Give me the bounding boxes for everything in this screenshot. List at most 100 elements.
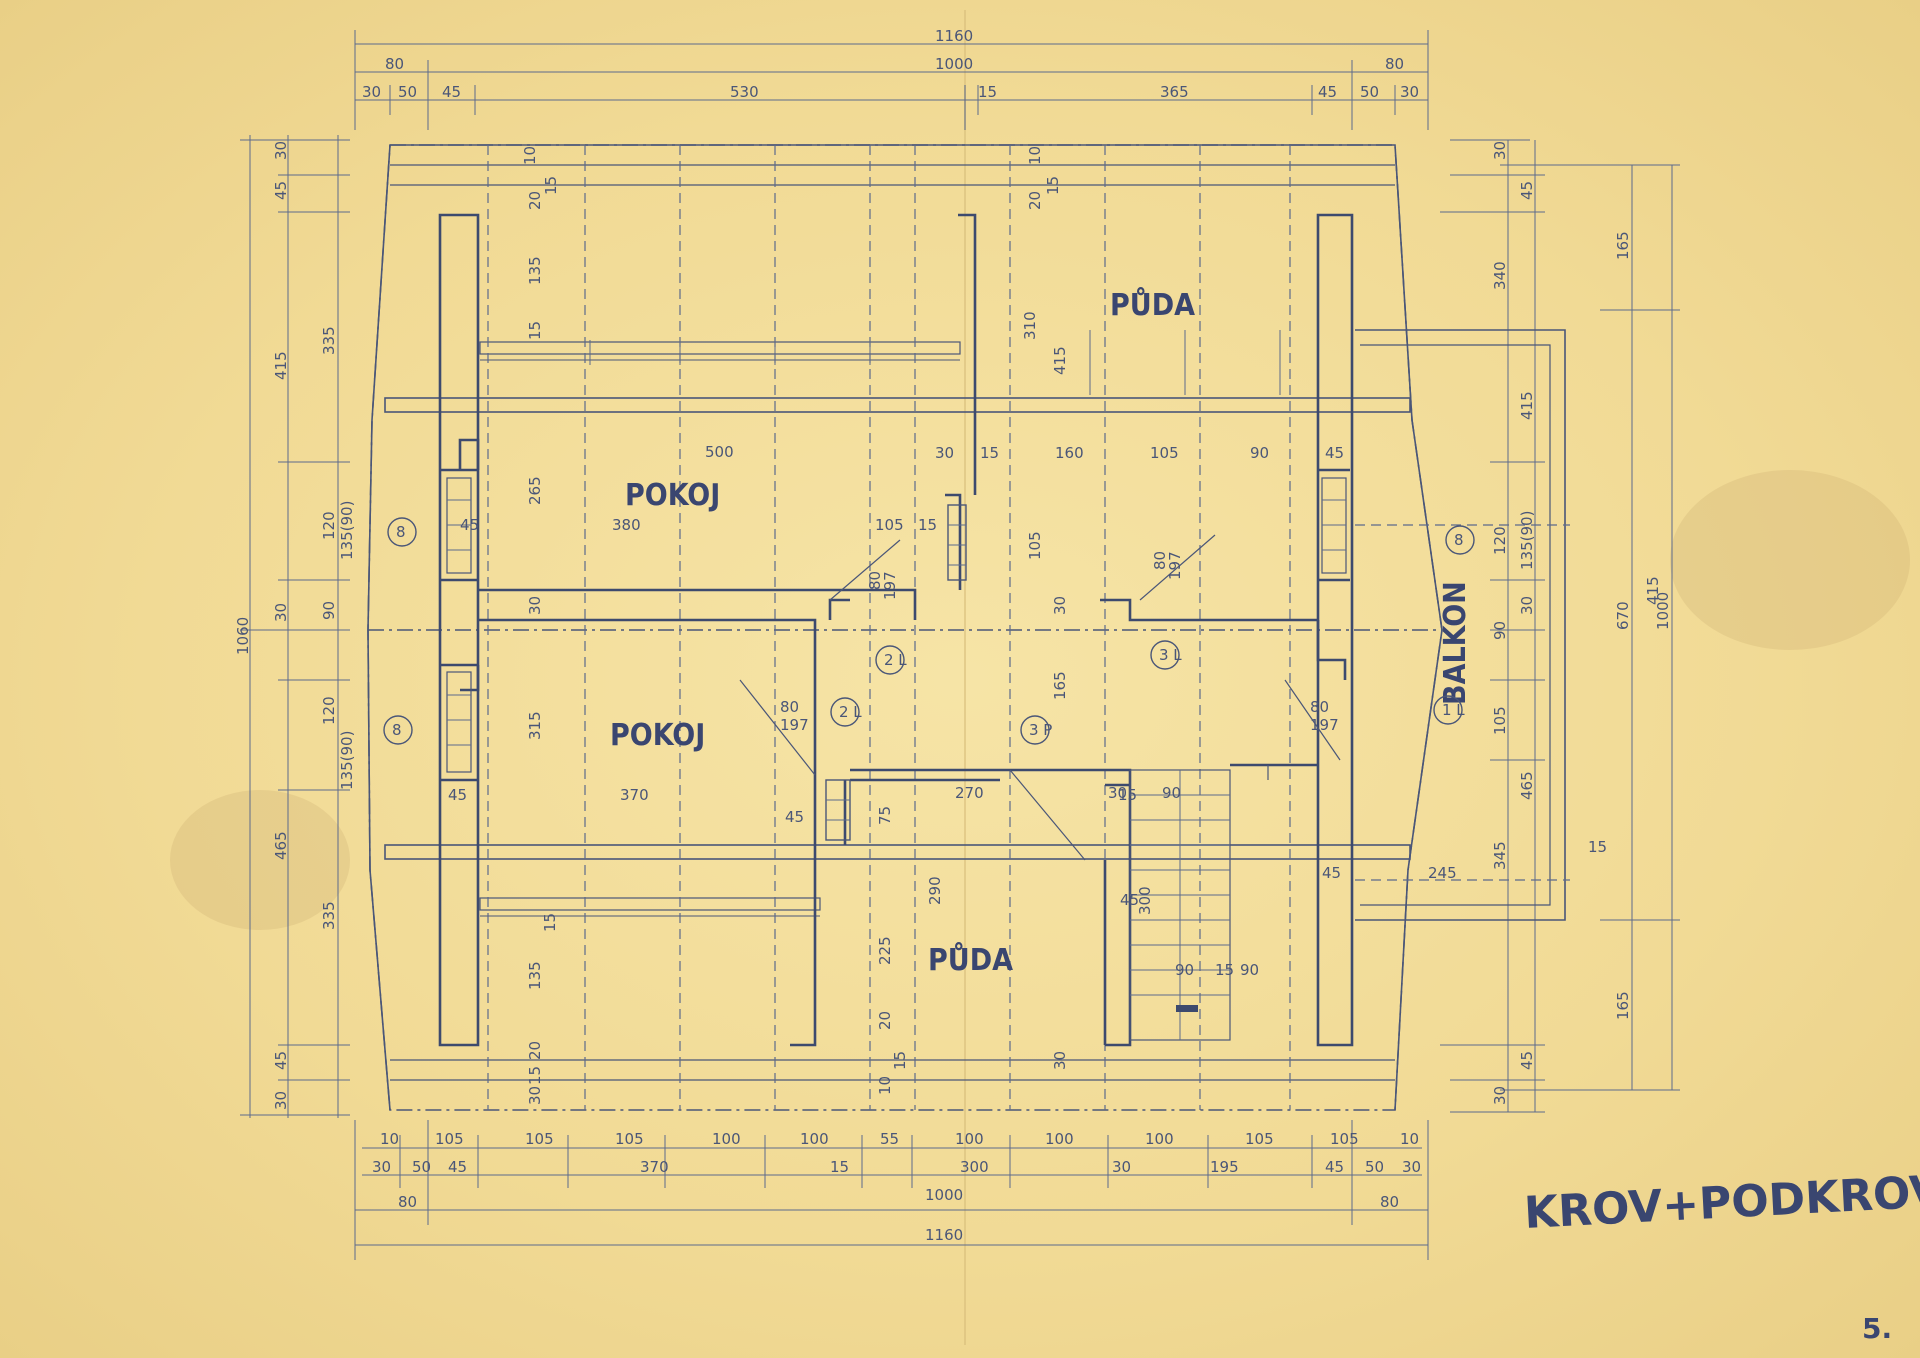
dim-int-40: 290 — [926, 876, 944, 905]
dim-int-45: 300 — [1136, 886, 1154, 915]
dim-int-18: 80 — [866, 571, 884, 590]
dim-bot-r1-3: 105 — [615, 1130, 644, 1148]
dim-top-right-80: 80 — [1385, 55, 1404, 73]
dim-int-37: 90 — [1162, 784, 1181, 802]
dim-int-4: 15 — [526, 321, 544, 340]
dim-int-53: 30 — [1051, 1051, 1069, 1070]
dim-right-c-0: 165 — [1614, 231, 1632, 260]
dim-left-m-3: 30 — [272, 603, 290, 622]
dim-int-24: 160 — [1055, 444, 1084, 462]
dim-int-51: 80 — [1310, 698, 1329, 716]
dim-int-22: 30 — [935, 444, 954, 462]
dim-int-2: 15 — [542, 176, 560, 195]
purlins — [384, 341, 1411, 917]
dim-int-38: 75 — [876, 806, 894, 825]
dim-top-r3-0: 30 — [362, 83, 381, 101]
dim-bot-r1-4: 100 — [712, 1130, 741, 1148]
section-mark-5: 3 P — [1029, 721, 1052, 739]
walls — [438, 213, 1354, 1047]
dim-int-43: 10 — [876, 1076, 894, 1095]
dim-top-overall: 1160 — [935, 27, 973, 45]
dim-int-9: 15 — [541, 913, 559, 932]
dim-bot-r2-1: 50 — [412, 1158, 431, 1176]
dim-right-o-7: 90 — [1491, 621, 1509, 640]
dim-bot-r1-1: 105 — [435, 1130, 464, 1148]
dim-left-o-7: 135(90) — [338, 731, 356, 790]
rafters — [487, 145, 1291, 1110]
dim-bot-r1-9: 100 — [1145, 1130, 1174, 1148]
room-label-puda-bottom: PŮDA — [928, 941, 1013, 978]
dim-int-36: 30 — [1108, 784, 1127, 802]
dim-top-left-80: 80 — [385, 55, 404, 73]
section-mark-2: 8 — [1454, 531, 1464, 549]
dim-left-m-1: 45 — [272, 181, 290, 200]
dim-right-o-8: 105 — [1491, 706, 1509, 735]
room-label-balkon: BALKON — [1438, 581, 1473, 705]
dim-int-54: 15 — [1118, 786, 1137, 804]
dim-left-o-6: 120 — [320, 696, 338, 725]
dim-top-r3-3: 530 — [730, 83, 759, 101]
dim-left-o-4: 135(90) — [338, 501, 356, 560]
dim-int-16: 105 — [875, 516, 904, 534]
dim-right-overall: 1000 — [1654, 592, 1672, 630]
section-marker: 2 L — [875, 645, 907, 675]
dim-int-15: 370 — [620, 786, 649, 804]
dim-int-29: 415 — [1051, 346, 1069, 375]
dim-int-6: 30 — [526, 596, 544, 615]
section-marker: 3 L — [1150, 640, 1182, 670]
wall-details — [446, 477, 1347, 1041]
dim-int-10: 20 — [526, 1041, 544, 1060]
section-mark-7: 1 L — [1442, 701, 1465, 719]
dim-int-49: 45 — [448, 786, 467, 804]
dim-bot-inner: 1000 — [925, 1186, 963, 1204]
dim-bot-overall: 1160 — [925, 1226, 963, 1244]
dim-bot-r1-5: 100 — [800, 1130, 829, 1148]
dim-left-m-6: 30 — [272, 1091, 290, 1110]
dim-bot-r2-0: 30 — [372, 1158, 391, 1176]
dim-left-overall: 1060 — [234, 617, 252, 655]
dim-int-20: 80 — [1151, 551, 1169, 570]
dim-int-23: 15 — [980, 444, 999, 462]
dim-top-r3-5: 365 — [1160, 83, 1189, 101]
dim-int-27: 45 — [1325, 444, 1344, 462]
dim-int-55: 45 — [1120, 891, 1139, 909]
dim-left-m-5: 45 — [272, 1051, 290, 1070]
dim-top-r3-7: 50 — [1360, 83, 1379, 101]
section-mark-1: 8 — [392, 721, 402, 739]
right-dimensions: 30 45 340 415 120 135(90) 30 90 105 465 … — [1322, 139, 1680, 1113]
dim-bot-right-80: 80 — [1380, 1193, 1399, 1211]
dim-bot-r1-12: 10 — [1400, 1130, 1419, 1148]
dim-bot-r1-6: 55 — [880, 1130, 899, 1148]
dim-top-r3-8: 30 — [1400, 83, 1419, 101]
dim-int-26: 90 — [1250, 444, 1269, 462]
dim-bot-r2-9: 50 — [1365, 1158, 1384, 1176]
dim-bot-r1-8: 100 — [1045, 1130, 1074, 1148]
dim-bot-r2-7: 195 — [1210, 1158, 1239, 1176]
paper-stain — [1670, 470, 1910, 650]
dim-int-42: 20 — [876, 1011, 894, 1030]
dim-int-14: 380 — [612, 516, 641, 534]
dim-bot-r1-0: 10 — [380, 1130, 399, 1148]
staircase — [1129, 765, 1269, 1041]
bottom-dimensions: 10 105 105 105 100 100 55 100 100 100 10… — [354, 1120, 1429, 1260]
room-label-puda-top: PŮDA — [1110, 286, 1195, 323]
dim-int-11: 15 — [526, 1066, 544, 1085]
room-label-pokoj-upper: POKOJ — [625, 478, 720, 513]
dim-int-46: 90 — [1175, 961, 1194, 979]
dim-int-5: 265 — [526, 476, 544, 505]
dim-int-41: 225 — [876, 936, 894, 965]
dim-int-13: 500 — [705, 443, 734, 461]
dim-balcony-45: 45 — [1322, 864, 1341, 882]
dim-int-33: 80 — [780, 698, 799, 716]
dim-bot-r2-5: 300 — [960, 1158, 989, 1176]
dim-right-o-10: 345 — [1491, 841, 1509, 870]
dim-top-r3-1: 50 — [398, 83, 417, 101]
section-marker: 2 L — [830, 697, 862, 727]
section-marker: 8 — [383, 715, 413, 745]
dim-int-17: 15 — [918, 516, 937, 534]
dim-int-25: 105 — [1150, 444, 1179, 462]
dim-int-32: 165 — [1051, 671, 1069, 700]
paper-stain — [170, 790, 350, 930]
section-marker: 8 — [387, 517, 417, 547]
